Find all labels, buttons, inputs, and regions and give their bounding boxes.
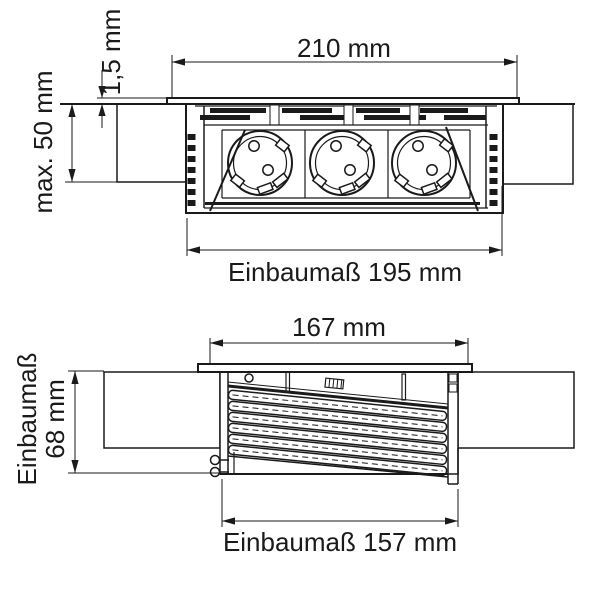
dim-195mm-label: Einbaumaß 195 mm: [228, 257, 462, 287]
dim-1-5mm-label: 1,5 mm: [96, 9, 126, 96]
guide-pin-left: [285, 369, 291, 393]
clamping-teeth-left: [187, 134, 196, 206]
worktop-cross-section-left-2: [103, 371, 221, 449]
schuko-socket-3: [391, 130, 457, 196]
cover-plate-2: [197, 363, 473, 373]
guide-pin-right: [401, 373, 407, 401]
dim-157mm-label: Einbaumaß 157 mm: [223, 527, 457, 557]
schuko-socket-1: [227, 130, 293, 196]
tilt-frame-right-edge: [445, 126, 479, 212]
dimension-167mm: 167 mm: [209, 312, 469, 364]
socket-unit-body: [97, 97, 520, 214]
dim-167mm-label: 167 mm: [292, 312, 386, 342]
worktop-cross-section-right: [502, 103, 574, 185]
dimension-195mm: Einbaumaß 195 mm: [186, 186, 503, 287]
worktop-cross-section-right-2: [457, 371, 575, 449]
socket-frames: [221, 129, 471, 199]
bottom-section-view: 167 mm Einbaumaß 68 mm Einbaumaß 157 mm: [12, 312, 575, 557]
shutter-knob: [324, 377, 345, 390]
dim-68mm-label-line2: 68 mm: [40, 379, 70, 458]
tilt-frame-left-edge: [209, 129, 246, 212]
roller-shutter: [227, 377, 449, 478]
top-section-view: 210 mm 1,5 mm max. 50 mm Einbaumaß 195 m…: [28, 9, 575, 287]
hinge-mechanism: [195, 104, 497, 126]
shutter-slats: [227, 389, 448, 477]
dimension-68mm: Einbaumaß 68 mm: [12, 353, 220, 486]
clamping-teeth-right: [489, 134, 498, 206]
dimension-max-50mm: max. 50 mm: [28, 70, 186, 214]
dimension-210mm: 210 mm: [171, 33, 518, 98]
clamp-screws: [209, 454, 229, 478]
dim-max-50mm-label: max. 50 mm: [28, 70, 58, 213]
dim-68mm-label-line1: Einbaumaß: [12, 353, 42, 486]
schuko-socket-2: [309, 130, 375, 196]
dimension-157mm: Einbaumaß 157 mm: [221, 479, 459, 557]
screw-hole: [244, 373, 254, 383]
worktop-cross-section-left: [116, 103, 187, 183]
dimension-1-5mm: 1,5 mm: [96, 9, 126, 128]
cover-plate: [166, 97, 520, 105]
dim-210mm-label: 210 mm: [297, 33, 391, 63]
